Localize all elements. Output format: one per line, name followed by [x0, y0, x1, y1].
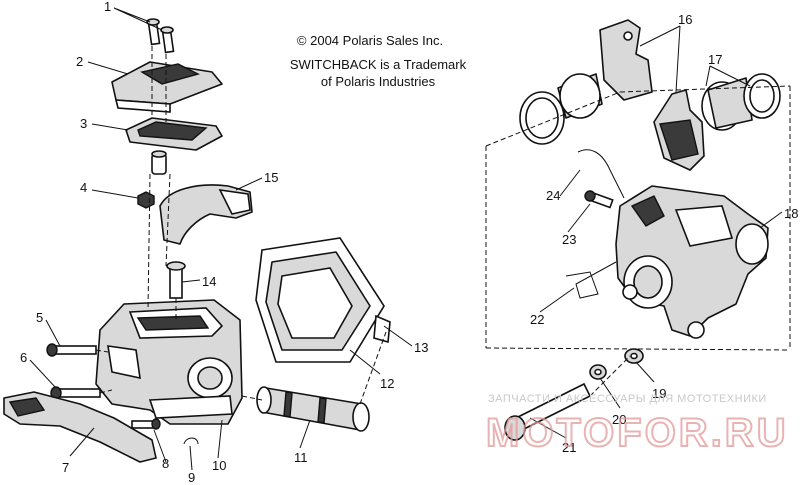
callout-labels: 1 2 3 4 5 6 7 8 9 10 11 12 13 14 15 16 1…: [20, 0, 798, 485]
part-14-pin: [166, 261, 186, 299]
part-6-bolt: [50, 386, 101, 400]
callout-10: 10: [212, 458, 226, 473]
callout-18: 18: [784, 206, 798, 221]
watermark-logo: MOTOFOR.RU: [486, 411, 789, 455]
part-24-line: [577, 149, 625, 199]
assembly-lines: [95, 46, 791, 405]
callout-13: 13: [414, 340, 428, 355]
callout-5: 5: [36, 310, 43, 325]
part-23-bleeder: [584, 190, 614, 209]
part-8-bolt: [131, 418, 161, 430]
callout-2: 2: [76, 54, 83, 69]
copyright-notice: © 2004 Polaris Sales Inc.: [270, 32, 470, 49]
callout-4: 4: [80, 180, 87, 195]
trademark-line-1: SWITCHBACK is a Trademark: [289, 57, 467, 72]
part-10-master-cylinder: [95, 299, 243, 425]
callout-16: 16: [678, 12, 692, 27]
leader-lines: [29, 7, 783, 471]
callout-15: 15: [264, 170, 278, 185]
trademark-notice: SWITCHBACK is a Trademark of Polaris Ind…: [268, 56, 488, 90]
part-13-tab: [373, 314, 391, 344]
callout-24: 24: [546, 188, 560, 203]
part-21-pin-bolt: [504, 382, 592, 441]
callout-22: 22: [530, 312, 544, 327]
part-5-bolt: [46, 343, 97, 357]
callout-19: 19: [652, 386, 666, 401]
callout-20: 20: [612, 412, 626, 427]
copyright-text: © 2004 Polaris Sales Inc.: [296, 33, 444, 48]
callout-7: 7: [62, 460, 69, 475]
caliper-pistons: [519, 73, 781, 145]
part-20-washer: [589, 364, 607, 380]
part-2-cover: [111, 61, 223, 113]
part-1-screws: [146, 18, 175, 54]
part-19-washer: [624, 348, 644, 364]
watermark-caption: ЗАПЧАСТИ И АКСЕССУАРЫ ДЛЯ МОТОТЕХНИКИ: [488, 393, 767, 405]
watermark: ЗАПЧАСТИ И АКСЕССУАРЫ ДЛЯ МОТОТЕХНИКИ MO…: [485, 393, 789, 456]
part-9-clip: [183, 437, 199, 445]
callout-6: 6: [20, 350, 27, 365]
callout-8: 8: [162, 456, 169, 471]
callout-21: 21: [562, 440, 576, 455]
trademark-line-2: of Polaris Industries: [320, 74, 436, 89]
part-7-brake-lever: [3, 391, 157, 463]
part-12-gasket-plate: [255, 237, 385, 363]
callout-11: 11: [294, 450, 308, 465]
callout-3: 3: [80, 116, 87, 131]
part-15-lever-guard: [159, 184, 253, 245]
callout-1: 1: [104, 0, 111, 14]
part-18-caliper-body: [615, 185, 769, 339]
part-4-nut: [137, 191, 155, 209]
callout-23: 23: [562, 232, 576, 247]
callout-17: 17: [708, 52, 722, 67]
part-3-diaphragm: [125, 117, 223, 151]
part-16-pads: [599, 19, 705, 171]
part-11-piston: [256, 386, 370, 432]
callout-12: 12: [380, 376, 394, 391]
part-22-spring-clip: [565, 261, 617, 299]
reservoir-plug: [151, 150, 167, 175]
callout-9: 9: [188, 470, 195, 485]
callout-14: 14: [202, 274, 216, 289]
